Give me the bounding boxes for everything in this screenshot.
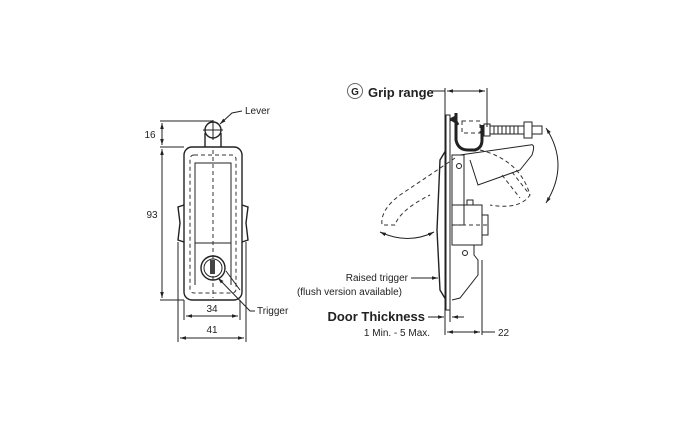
- front-view: 16 93 34 41 Lever Trigger: [144, 106, 289, 342]
- lever-arm: [459, 144, 535, 186]
- dim-depth: 22: [498, 328, 510, 339]
- latch-body: [183, 146, 243, 301]
- door-thickness-range: 1 Min. - 5 Max.: [364, 328, 430, 339]
- bezel: [436, 149, 447, 301]
- dim-body-height: 93: [146, 210, 158, 221]
- dim-inner-width: 34: [206, 304, 218, 315]
- svg-text:G: G: [351, 87, 359, 98]
- dim-outer-width: 41: [206, 325, 218, 336]
- left-wing: [177, 204, 185, 243]
- grip-badge: [347, 83, 363, 99]
- open-position-outline: [381, 157, 456, 226]
- clamp: [454, 113, 484, 152]
- dim-lever-height: 16: [144, 130, 156, 141]
- raised-trigger-label: Raised trigger: [346, 273, 409, 284]
- lock-cylinder: [200, 255, 226, 281]
- door-thickness-label: Door Thickness: [327, 309, 425, 324]
- door-panel: [445, 114, 451, 311]
- flush-version-note: (flush version available): [297, 287, 402, 298]
- side-view: G Grip range Raised tr: [297, 83, 559, 339]
- trigger-label: Trigger: [257, 306, 289, 317]
- grip-range-label: Grip range: [368, 85, 434, 100]
- lever-label: Lever: [245, 106, 271, 117]
- right-wing: [241, 204, 249, 243]
- grip-screw: [489, 125, 525, 135]
